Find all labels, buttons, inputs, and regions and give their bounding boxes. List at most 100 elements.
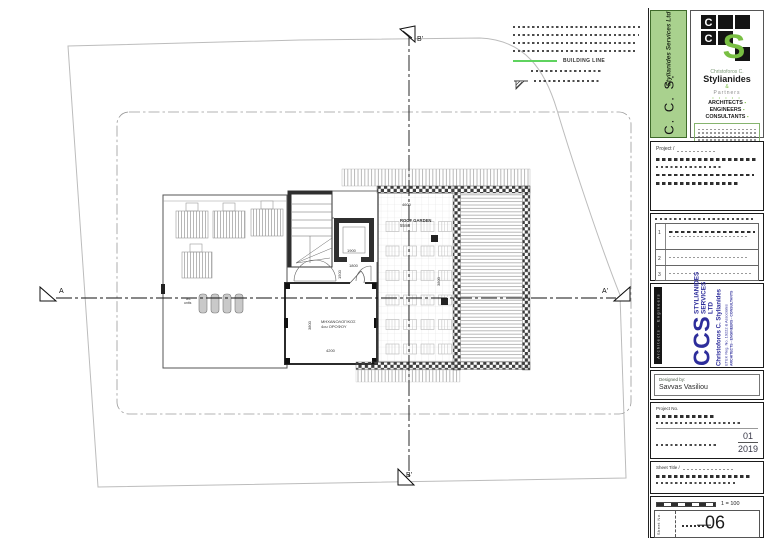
note-line [513, 26, 641, 28]
building-line-swatch [513, 60, 557, 62]
plan-labels: 4600 ROOF GARDEN 55m² 1900 1800 1500 380… [184, 202, 441, 353]
svg-text:C: C [705, 17, 713, 29]
ccs-logo-icon: C C S [701, 15, 750, 66]
row-number: 2 [656, 250, 666, 265]
address-line [698, 132, 756, 134]
address-line [698, 128, 756, 131]
notes-row: 2 [656, 250, 758, 266]
notes-table: 1 2 3 [655, 223, 759, 281]
role-architects: ARCHITECTS ▪ [708, 99, 746, 106]
svg-text:55m²: 55m² [400, 223, 410, 228]
row-content [666, 250, 758, 265]
project-label: Project / [656, 146, 675, 152]
level-marker-icon [514, 80, 528, 90]
project-no-box: Project No. 01 2019 [650, 402, 764, 459]
marker-b-bottom: B' [397, 467, 416, 486]
firm-company: STYLIANIDES SERVICES LTD [693, 271, 715, 314]
sheet-title-label: Sheet Title / [656, 465, 680, 470]
principal-last: Stylianides [703, 74, 751, 84]
designed-by-box: Designed by: Savvas Vasiliou [650, 370, 764, 400]
firm-etek: ETEK Reg. No. 19222 & Associates [722, 303, 728, 366]
legend-level-symbol [513, 78, 645, 90]
row-content [666, 266, 758, 280]
svg-text:4ου ΟΡΟΦΟΥ: 4ου ΟΡΟΦΟΥ [321, 324, 347, 329]
fold-mark-line [675, 511, 676, 537]
project-box: Project / [650, 141, 764, 211]
row-number: 3 [656, 266, 666, 280]
elevator [334, 218, 374, 263]
project-line [656, 173, 754, 177]
dots-divider: • • • • • [712, 95, 742, 100]
pergola-bands [341, 168, 531, 383]
designed-by-value: Savvas Vasiliou [659, 384, 708, 391]
firm-ccs: CCS [688, 315, 715, 366]
project-no-label: Project No. [656, 406, 679, 411]
marker-a-left: A [39, 285, 64, 302]
titleblock-left-rule [648, 8, 649, 538]
svg-text:3800: 3800 [307, 320, 312, 330]
date-dots [656, 443, 718, 446]
date-year: 2019 [737, 443, 758, 454]
note-line [534, 80, 600, 82]
date-row: 01 2019 [656, 431, 758, 454]
marker-a-right: A' [602, 285, 631, 302]
sheet-number: 06 [697, 513, 725, 534]
sheet-no-label-wrap: Sheet No. [656, 513, 661, 535]
staircase [287, 190, 333, 268]
svg-text:S: S [723, 28, 746, 63]
green-bullet-icon: ▪ [742, 106, 745, 112]
svg-text:a/c: a/c [186, 297, 191, 301]
scale-value: 1 = 100 [721, 501, 740, 507]
green-bullet-icon: ▪ [744, 99, 746, 105]
notes-header-line [655, 218, 755, 220]
project-line [656, 182, 740, 185]
firm-rotated-block: CCS STYLIANIDES SERVICES LTD Christoforo… [688, 271, 733, 366]
svg-text:1900: 1900 [347, 248, 357, 253]
note-line [513, 42, 635, 44]
project-no-line [656, 421, 742, 424]
role-consultants: CONSULTANTS ▪ [705, 114, 749, 121]
svg-text:A: A [59, 288, 64, 295]
partners-label: Partners [713, 90, 741, 96]
floor-plan-svg: B' B' A A' 4600 ROOF GARDEN 55m² 1900 18… [39, 25, 632, 488]
legend: BUILDING LINE [513, 26, 645, 90]
sun-loungers [175, 200, 284, 279]
sheet-no-dots [682, 525, 704, 528]
sheet-no-box: 1 = 100 Sheet No. 06 [650, 496, 764, 538]
project-label-row: Project / [656, 146, 758, 152]
landing-doors [293, 259, 372, 282]
project-label-dots [677, 150, 718, 152]
project-line [656, 165, 722, 168]
svg-text:4600: 4600 [402, 202, 412, 207]
site-boundary [67, 37, 627, 488]
divider [656, 427, 758, 429]
legend-building-line: BUILDING LINE [513, 58, 645, 64]
svg-text:ROOF GARDEN: ROOF GARDEN [400, 218, 431, 223]
sheet-title-box: Sheet Title / [650, 461, 764, 494]
svg-text:B': B' [406, 472, 412, 479]
firm-panel: Architects - Engineers CCS STYLIANIDES S… [650, 271, 764, 368]
designed-by-inner: Designed by: Savvas Vasiliou [654, 374, 760, 396]
notes-row: 1 [656, 224, 758, 250]
sheet-title-line [656, 481, 736, 484]
sheet-title-line [656, 475, 752, 478]
firm-side-label: Architects - Engineers [655, 292, 661, 359]
row-number: 1 [656, 224, 666, 249]
row-content [666, 224, 758, 249]
address-line [698, 135, 756, 138]
scale-row: 1 = 100 [654, 499, 760, 507]
date-block: 01 2019 [737, 431, 758, 454]
sheet-no-inner: Sheet No. 06 [654, 510, 760, 538]
notes-box: 1 2 3 [650, 213, 764, 281]
notes-row: 3 [656, 266, 758, 281]
role-engineers: ENGINEERS ▪ [709, 106, 745, 113]
svg-text:1500: 1500 [337, 269, 342, 279]
graphic-scale-bar [656, 501, 716, 507]
svg-text:B': B' [417, 36, 423, 43]
ampersand: & [725, 84, 729, 90]
green-company-bar: Stylianides Services Ltd C. C. S. [650, 10, 687, 138]
svg-text:C: C [705, 33, 713, 45]
svg-text:1800: 1800 [349, 263, 359, 268]
firm-principal: Christoforos C. Stylianides [715, 288, 722, 366]
